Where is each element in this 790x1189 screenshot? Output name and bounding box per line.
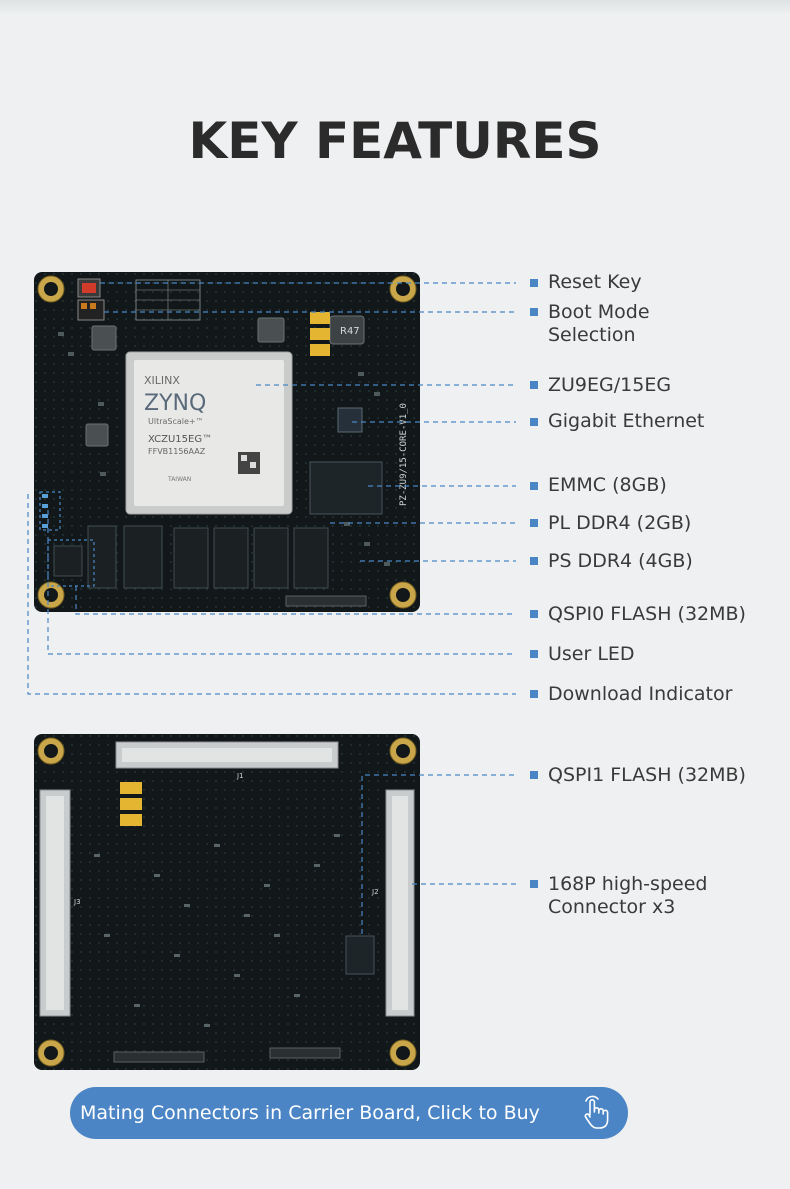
bullet-square [530, 690, 538, 698]
bullet-square [530, 771, 538, 779]
svg-text:UltraScale+™: UltraScale+™ [148, 417, 204, 426]
feature-emmc: EMMC (8GB) [548, 474, 667, 496]
svg-text:J1: J1 [236, 772, 244, 780]
core-board-bottom-image: J1 J2 J3 [34, 734, 420, 1070]
bullet-square [530, 418, 538, 426]
top-fade [0, 0, 790, 14]
svg-text:J3: J3 [73, 898, 81, 906]
bullet-square [530, 279, 538, 287]
bullet-square [530, 519, 538, 527]
svg-text:XILINX: XILINX [144, 374, 180, 387]
bullet-square [530, 557, 538, 565]
core-board-top-image: R47 XILINX ZYNQ UltraScale+™ XCZU15EG™ F… [34, 272, 420, 612]
feature-168p-connector: 168P high-speed Connector x3 [548, 873, 708, 918]
bullet-square [530, 381, 538, 389]
page-title: KEY FEATURES [188, 112, 602, 170]
svg-text:FFVB1156AAZ: FFVB1156AAZ [148, 447, 206, 456]
bullet-square [530, 650, 538, 658]
pointing-hand-icon [584, 1095, 609, 1129]
svg-text:R47: R47 [340, 326, 360, 337]
buy-button-label: Mating Connectors in Carrier Board, Clic… [80, 1102, 540, 1124]
svg-text:TAIWAN: TAIWAN [167, 476, 191, 483]
feature-user-led: User LED [548, 643, 635, 665]
feature-zu9eg-15eg: ZU9EG/15EG [548, 374, 672, 396]
feature-qspi1-flash: QSPI1 FLASH (32MB) [548, 764, 746, 786]
feature-gigabit-ethernet: Gigabit Ethernet [548, 410, 705, 432]
bullet-square [530, 610, 538, 618]
svg-text:ZYNQ: ZYNQ [144, 391, 206, 416]
feature-download-indicator: Download Indicator [548, 683, 733, 705]
feature-pl-ddr4: PL DDR4 (2GB) [548, 512, 692, 534]
bullet-square [530, 308, 538, 316]
feature-qspi0-flash: QSPI0 FLASH (32MB) [548, 603, 746, 625]
svg-text:XCZU15EG™: XCZU15EG™ [148, 434, 212, 445]
feature-boot-mode: Boot Mode Selection [548, 301, 650, 346]
feature-ps-ddr4: PS DDR4 (4GB) [548, 550, 693, 572]
buy-mating-connectors-button[interactable]: Mating Connectors in Carrier Board, Clic… [70, 1087, 628, 1139]
bullet-square [530, 482, 538, 490]
svg-text:J2: J2 [371, 888, 379, 896]
svg-text:PZ-ZU9/15-CORE-V1_0: PZ-ZU9/15-CORE-V1_0 [399, 403, 409, 506]
bullet-square [530, 880, 538, 888]
feature-reset-key: Reset Key [548, 271, 642, 293]
